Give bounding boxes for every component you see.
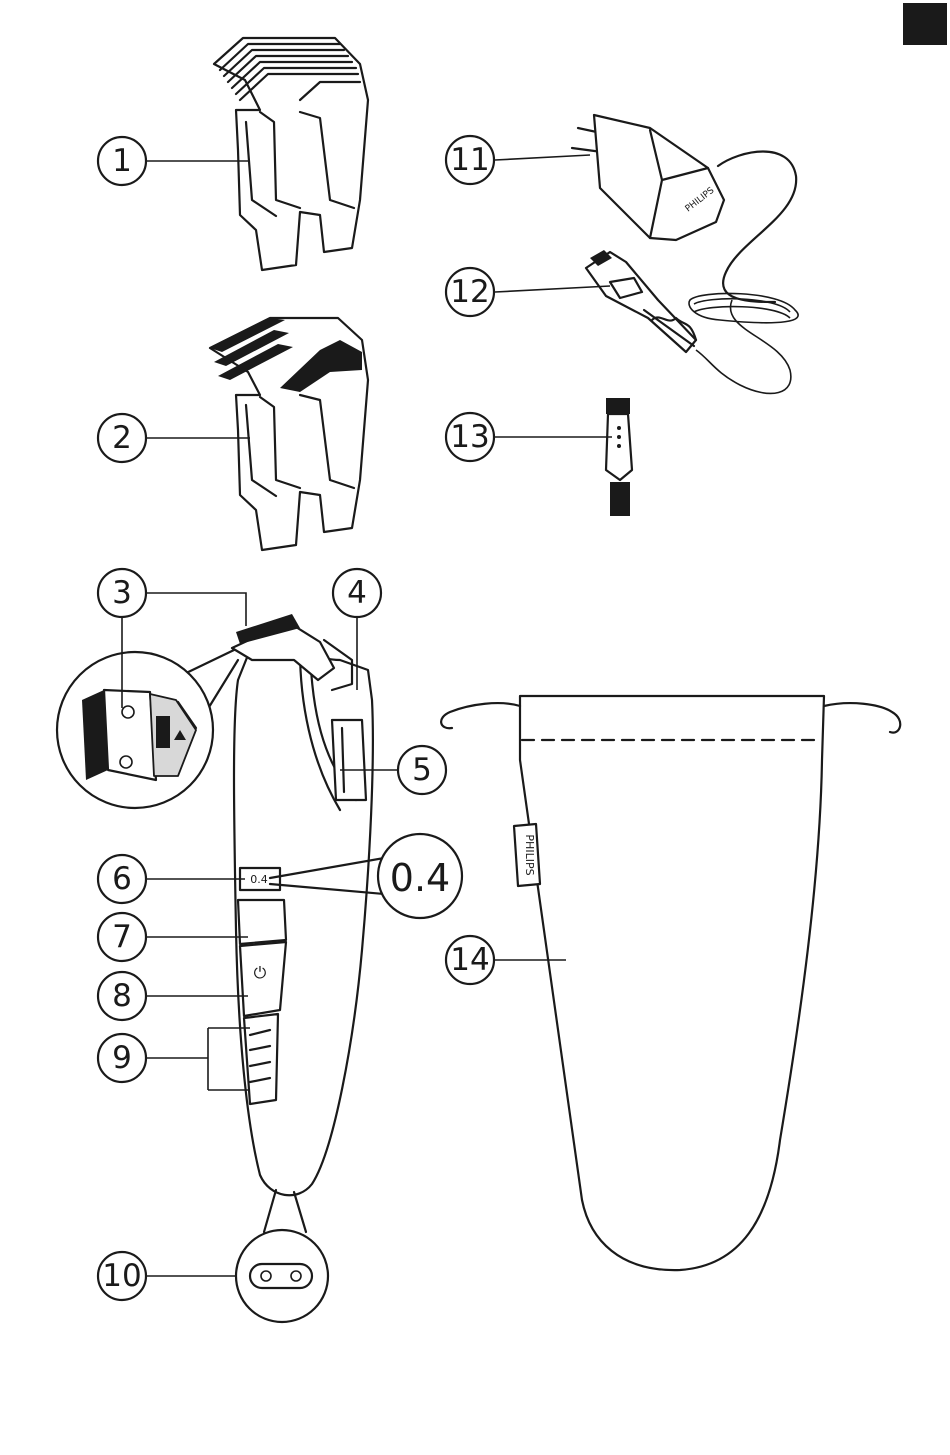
callout-6: 6	[98, 855, 146, 903]
callout-11: 11	[446, 136, 494, 184]
callout-label: 9	[112, 1040, 132, 1076]
callout-8: 8	[98, 972, 146, 1020]
callout-label: 12	[450, 274, 489, 310]
callout-label: 14	[450, 942, 489, 978]
callout-label: 8	[112, 978, 132, 1014]
callout-13: 13	[446, 413, 494, 461]
callout-2: 2	[98, 414, 146, 462]
pouch-brand-text: PHILIPS	[523, 834, 536, 875]
cleaning-brush-illustration	[606, 398, 632, 516]
callout-12: 12	[446, 268, 494, 316]
language-tab-marker	[903, 3, 947, 45]
storage-pouch-illustration: PHILIPS	[441, 696, 900, 1270]
blade-detail-zoom-illustration	[57, 650, 238, 808]
callout-label: 5	[412, 752, 432, 788]
callout-label: 6	[112, 861, 132, 897]
display-zoom-value: 0.4	[390, 856, 450, 900]
callout-9: 9	[98, 1034, 146, 1082]
display-small-value: 0.4	[250, 873, 268, 886]
precision-trimmer-illustration	[586, 250, 798, 352]
callout-label: 4	[347, 575, 367, 611]
callout-label: 7	[112, 919, 132, 955]
callout-7: 7	[98, 913, 146, 961]
callout-label: 1	[112, 143, 132, 179]
callout-label: 2	[112, 420, 132, 456]
callout-5: 5	[398, 746, 446, 794]
callout-4: 4	[333, 569, 381, 617]
callout-label: 3	[112, 575, 132, 611]
beard-trimmer-body-illustration: 0.4 ⏻	[232, 614, 373, 1195]
callout-3: 3	[98, 569, 146, 617]
callout-1: 1	[98, 137, 146, 185]
comb-attachment-2-illustration	[210, 318, 368, 550]
callout-label: 10	[102, 1258, 141, 1294]
callout-10: 10	[98, 1252, 146, 1300]
callout-label: 13	[450, 419, 489, 455]
callout-label: 11	[450, 142, 489, 178]
callout-14: 14	[446, 936, 494, 984]
comb-attachment-1-illustration	[214, 38, 368, 270]
socket-zoom-illustration	[236, 1190, 328, 1322]
power-symbol-icon: ⏻	[254, 963, 267, 982]
